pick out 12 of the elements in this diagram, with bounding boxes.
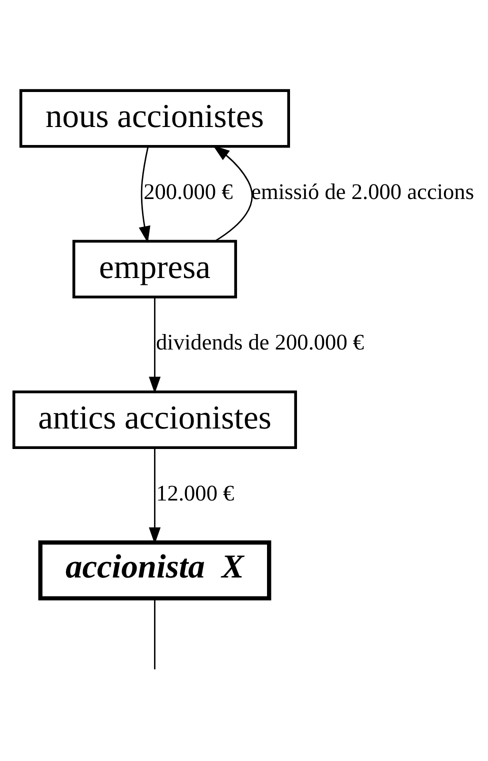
- arrow: [148, 298, 161, 394]
- node-box: nous accionistes: [19, 89, 290, 148]
- node-box: empresa: [72, 240, 238, 298]
- node-box: antics accionistes: [12, 390, 297, 450]
- edge-label: 200.000 €: [144, 179, 233, 204]
- edge-label: emissió de 2.000 accions: [251, 179, 474, 204]
- connector: [154, 598, 156, 670]
- edge-label: 12.000 €: [156, 480, 234, 506]
- edge-label: dividends de 200.000 €: [156, 330, 364, 355]
- arrow: [212, 145, 253, 242]
- arrow: [138, 146, 150, 243]
- node-box: accionista X: [38, 540, 272, 600]
